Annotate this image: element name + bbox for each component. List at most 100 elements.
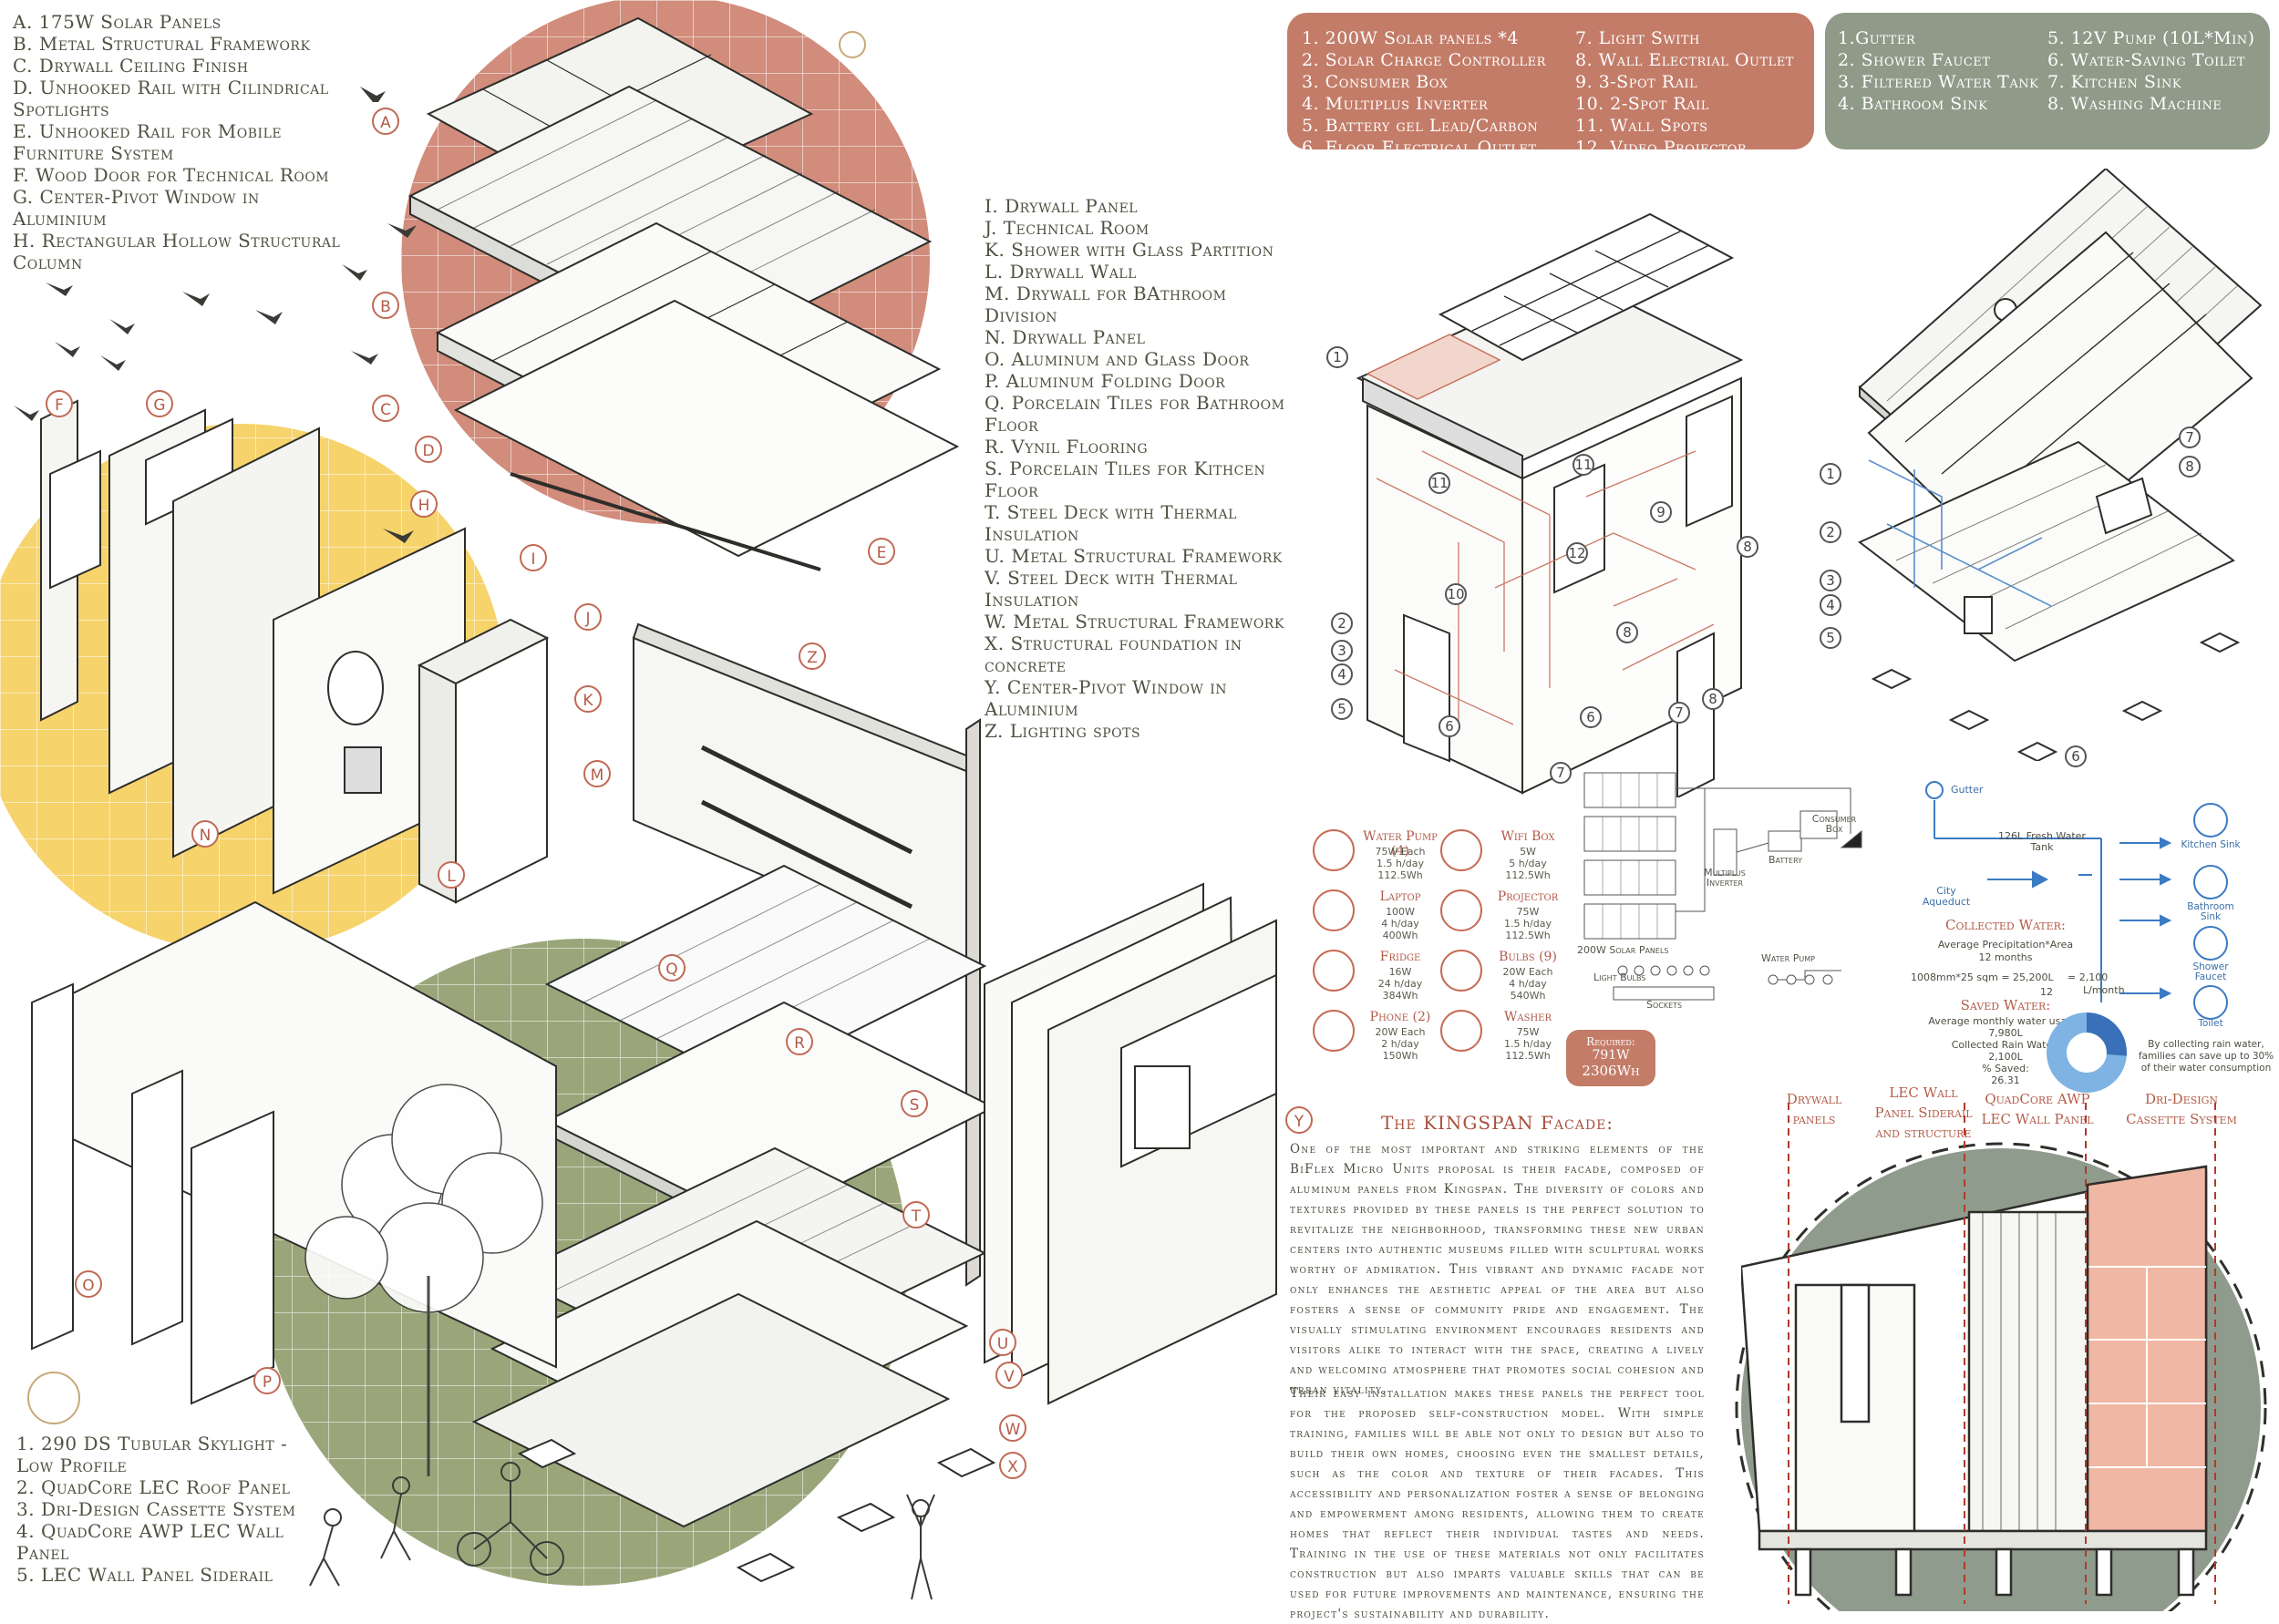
battery-label: Battery — [1769, 854, 1803, 866]
marker-i: I — [520, 544, 547, 571]
electric-marker-3: 3 — [1331, 640, 1353, 662]
legend-left-item: F. Wood Door for Technical Room — [13, 164, 330, 186]
water-legend-item: 6. Water-Saving Toilet — [2047, 50, 2246, 70]
marker-e: E — [868, 538, 895, 565]
phone-icon — [1313, 1010, 1355, 1052]
light-bulbs-label: Light Bulbs — [1593, 971, 1646, 983]
kingspan-icon — [839, 31, 866, 58]
section-label: Drywall panels — [1786, 1091, 1842, 1127]
marker-k: K — [574, 685, 602, 713]
water-pump-label: Water Pump — [1761, 952, 1815, 964]
usage-label: Average monthly water usage: — [1928, 1015, 2083, 1027]
marker-x: X — [999, 1452, 1026, 1479]
legend-mid-item: R. Vynil Flooring — [985, 436, 1149, 457]
marker-o: O — [75, 1270, 102, 1298]
legend-left-item: G. Center-Pivot Window in Aluminium — [13, 186, 260, 230]
electric-legend-item: 9. 3-Spot Rail — [1575, 72, 1698, 92]
legend-left-item: H. Rectangular Hollow Structural Column — [13, 230, 341, 273]
marker-b: B — [372, 292, 399, 319]
electric-marker-10: 10 — [1445, 583, 1467, 605]
water-legend-item: 1.Gutter — [1838, 28, 1916, 48]
marker-a: A — [372, 108, 399, 135]
legend-mid-item: I. Drywall Panel — [985, 195, 1139, 217]
electric-marker-7: 7 — [1668, 702, 1690, 724]
legend-left-item: D. Unhooked Rail with Cilindrical Spotli… — [13, 77, 329, 120]
energy-label: Water Pump (4) — [1363, 829, 1438, 858]
section-drawing — [1741, 1103, 2216, 1604]
section-label: Dri-Design Cassette System — [2126, 1091, 2237, 1127]
washer-icon — [1440, 1010, 1482, 1052]
electric-marker-1: 1 — [1326, 346, 1348, 368]
electric-marker-6: 6 — [1439, 715, 1460, 737]
collected-title: Collected Water: — [1945, 917, 2066, 933]
legend-mid-item: S. Porcelain Tiles for Kithcen Floor — [985, 457, 1266, 501]
electric-legend-item: 1. 200W Solar panels *4 — [1302, 28, 1519, 48]
legend-mid-item: L. Drywall Wall — [985, 261, 1137, 283]
marker-m: M — [583, 760, 611, 787]
water-legend-item: 8. Washing Machine — [2047, 94, 2222, 114]
legend-mid-item: U. Metal Structural Framework — [985, 545, 1283, 567]
water-marker-7: 7 — [2179, 427, 2201, 448]
gutter-label: Gutter — [1951, 784, 1984, 796]
marker-t: T — [902, 1201, 930, 1228]
electric-legend-item: 7. Light Swith — [1575, 28, 1700, 48]
marker-g: G — [146, 390, 173, 417]
saved-title: Saved Water: — [1960, 997, 2051, 1013]
water-marker-2: 2 — [1820, 521, 1841, 543]
water-legend-item: 7. Kitchen Sink — [2047, 72, 2182, 92]
legend-mid-item: O. Aluminum and Glass Door — [985, 348, 1250, 370]
electric-schematic — [1583, 772, 1862, 1001]
legend-bottom-item: 3. Dri-Design Cassette System — [16, 1498, 296, 1520]
calc-c: 12 — [2040, 986, 2053, 998]
usage-value: 7,980L — [1988, 1027, 2023, 1039]
facade-paragraph-2: Their easy installation makes these pane… — [1290, 1386, 1705, 1621]
marker-q: Q — [658, 954, 686, 982]
pct-value: 26.31 — [1991, 1074, 2020, 1086]
electric-legend-item: 3. Consumer Box — [1302, 72, 1449, 92]
electric-marker-8: 8 — [1702, 688, 1724, 710]
water-note: By collecting rain water, families can s… — [2138, 1039, 2274, 1074]
electric-legend-item: 5. Battery gel Lead/Carbon — [1302, 116, 1539, 136]
electric-legend-item: 6. Floor Electrical Outlet — [1302, 138, 1537, 158]
marker-w: W — [999, 1414, 1026, 1442]
marker-y: Y — [1285, 1106, 1313, 1134]
water-marker-5: 5 — [1820, 627, 1841, 649]
legend-mid-item: N. Drywall Panel — [985, 326, 1146, 348]
electric-marker-8: 8 — [1737, 536, 1758, 558]
energy-label: Bulbs (9) — [1499, 950, 1557, 964]
marker-u: U — [989, 1329, 1016, 1356]
consumer-label: Consumer Box — [1811, 813, 1857, 835]
electric-marker-11: 11 — [1428, 472, 1450, 494]
facade-title: The KINGSPAN Facade: — [1380, 1112, 1614, 1134]
marker-v: V — [995, 1362, 1023, 1389]
electric-marker-4: 4 — [1331, 663, 1353, 685]
required-wh: 2306Wh — [1582, 1063, 1640, 1079]
energy-item: Water Pump (4)75W Each 1.5 h/day 112.5Wh — [1313, 829, 1440, 888]
marker-n: N — [191, 820, 219, 848]
calc-a: 1008mm*25 sqm = 25,200L — [1911, 971, 2054, 983]
legend-mid-item: J. Technical Room — [985, 217, 1150, 239]
electric-legend-item: 2. Solar Charge Controller — [1302, 50, 1546, 70]
water-output-label: Shower Faucet — [2192, 961, 2229, 982]
electric-legend-item: 12. Video Projector — [1575, 138, 1748, 158]
section-label: QuadCore AWP LEC Wall Panel — [1981, 1091, 2094, 1127]
electric-marker-2: 2 — [1331, 612, 1353, 634]
legend-mid-item: W. Metal Structural Framework — [985, 611, 1284, 632]
legend-mid-item: M. Drywall for BAthroom Division — [985, 283, 1227, 326]
energy-value: 20W Each 4 h/day 540Wh — [1502, 966, 1553, 1002]
facade-paragraph-1: One of the most important and striking e… — [1290, 1142, 1705, 1397]
energy-value: 75W Each 1.5 h/day 112.5Wh — [1375, 846, 1426, 881]
energy-label: Phone (2) — [1369, 1010, 1431, 1024]
legend-mid-item: X. Structural foundation in concrete — [985, 632, 1243, 676]
projector-icon — [1440, 889, 1482, 931]
energy-label: Laptop — [1379, 889, 1421, 904]
aqueduct-label: City Aqueduct — [1922, 885, 1971, 908]
water-legend-item: 5. 12V Pump (10L*Min) — [2047, 28, 2255, 48]
required-badge: Required: 791W 2306Wh — [1566, 1030, 1655, 1086]
required-watts: 791W — [1592, 1048, 1630, 1063]
